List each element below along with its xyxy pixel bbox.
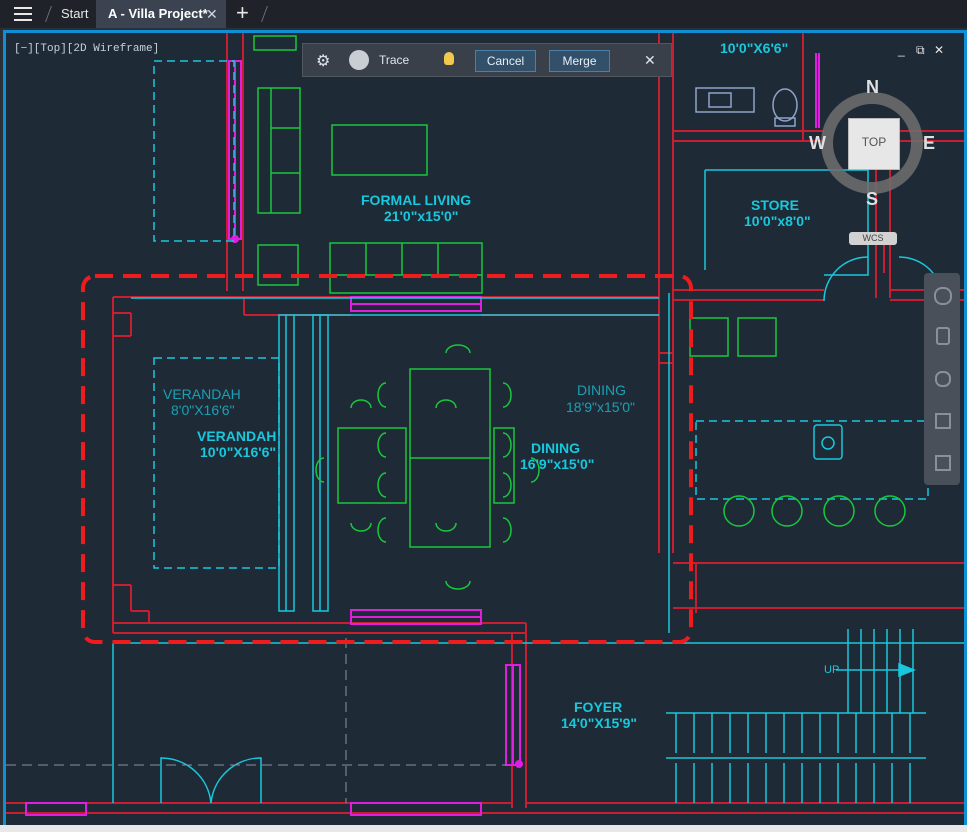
windows (25, 53, 820, 816)
dining-old-label: DINING (577, 382, 626, 398)
viewport-minimize-icon[interactable]: _ (898, 43, 905, 57)
dining-size: 16'9"x15'0" (520, 456, 595, 472)
cancel-button[interactable]: Cancel (475, 50, 536, 72)
pan-icon[interactable] (936, 327, 950, 345)
foyer-size: 14'0"X15'9" (561, 715, 637, 731)
compass-south[interactable]: S (866, 189, 879, 209)
application-menu-icon[interactable] (14, 7, 32, 21)
selection-rectangle (81, 274, 693, 644)
dining-old-size: 18'9"x15'0" (566, 399, 636, 415)
tab-active-drawing[interactable] (96, 0, 226, 28)
settings-gear-icon[interactable]: ⚙ (316, 53, 331, 70)
command-line-strip[interactable] (0, 825, 967, 832)
compass-west[interactable]: W (809, 133, 826, 153)
store-size: 10'0"x8'0" (744, 213, 811, 229)
tab-close-icon[interactable]: ✕ (206, 6, 218, 22)
compass-north[interactable]: N (866, 77, 879, 97)
tab-separator (45, 6, 52, 22)
formal-living-size: 21'0"x15'0" (384, 208, 459, 224)
merge-button[interactable]: Merge (549, 50, 610, 72)
viewport-close-icon[interactable]: ✕ (934, 43, 945, 57)
trace-label[interactable]: Trace (379, 53, 410, 67)
bath-size-label: 10'0"X6'6" (720, 40, 789, 56)
verandah-old-size: 8'0"X16'6" (171, 402, 235, 418)
showmotion-icon[interactable] (935, 455, 951, 471)
file-tab-bar: Start A - Villa Project* ✕ + (0, 0, 967, 28)
steering-wheel-icon[interactable] (934, 287, 952, 305)
tab-active-label[interactable]: A - Villa Project* (108, 6, 208, 21)
foyer-label: FOYER (574, 699, 623, 715)
close-icon[interactable]: ✕ (644, 52, 656, 68)
viewport-restore-icon[interactable]: ⧉ (916, 43, 925, 57)
furniture (253, 35, 906, 590)
stairs (666, 629, 926, 803)
compass-east[interactable]: E (923, 133, 936, 153)
new-tab-icon[interactable]: + (236, 0, 249, 25)
zoom-icon[interactable] (935, 371, 951, 387)
formal-living-label: FORMAL LIVING (361, 192, 472, 208)
floor-plan-drawing (6, 33, 964, 816)
trace-toolbar: ⚙ Trace Cancel Merge ✕ (302, 43, 672, 77)
stair-up-label: UP (824, 664, 840, 676)
orbit-icon[interactable] (935, 413, 951, 429)
viewport-label[interactable]: [−][Top][2D Wireframe] (14, 43, 160, 55)
bath-fixtures (695, 87, 798, 127)
navigation-bar[interactable] (924, 273, 960, 485)
viewcube-top-face[interactable]: TOP (848, 118, 900, 170)
verandah-label: VERANDAH (197, 428, 277, 444)
lightbulb-icon[interactable] (444, 52, 454, 65)
tab-separator (261, 6, 268, 22)
dining-label: DINING (531, 440, 580, 456)
store-label: STORE (751, 197, 799, 213)
tab-start[interactable]: Start (61, 6, 89, 21)
drawing-viewport[interactable]: [−][Top][2D Wireframe] 10'0"X6'6" FORMAL… (3, 30, 967, 828)
verandah-old-label: VERANDAH (163, 386, 241, 402)
verandah-size: 10'0"X16'6" (200, 444, 276, 460)
wcs-menu[interactable]: WCS (849, 232, 897, 245)
trace-icon[interactable] (349, 50, 369, 70)
kitchen-counter (153, 60, 929, 569)
